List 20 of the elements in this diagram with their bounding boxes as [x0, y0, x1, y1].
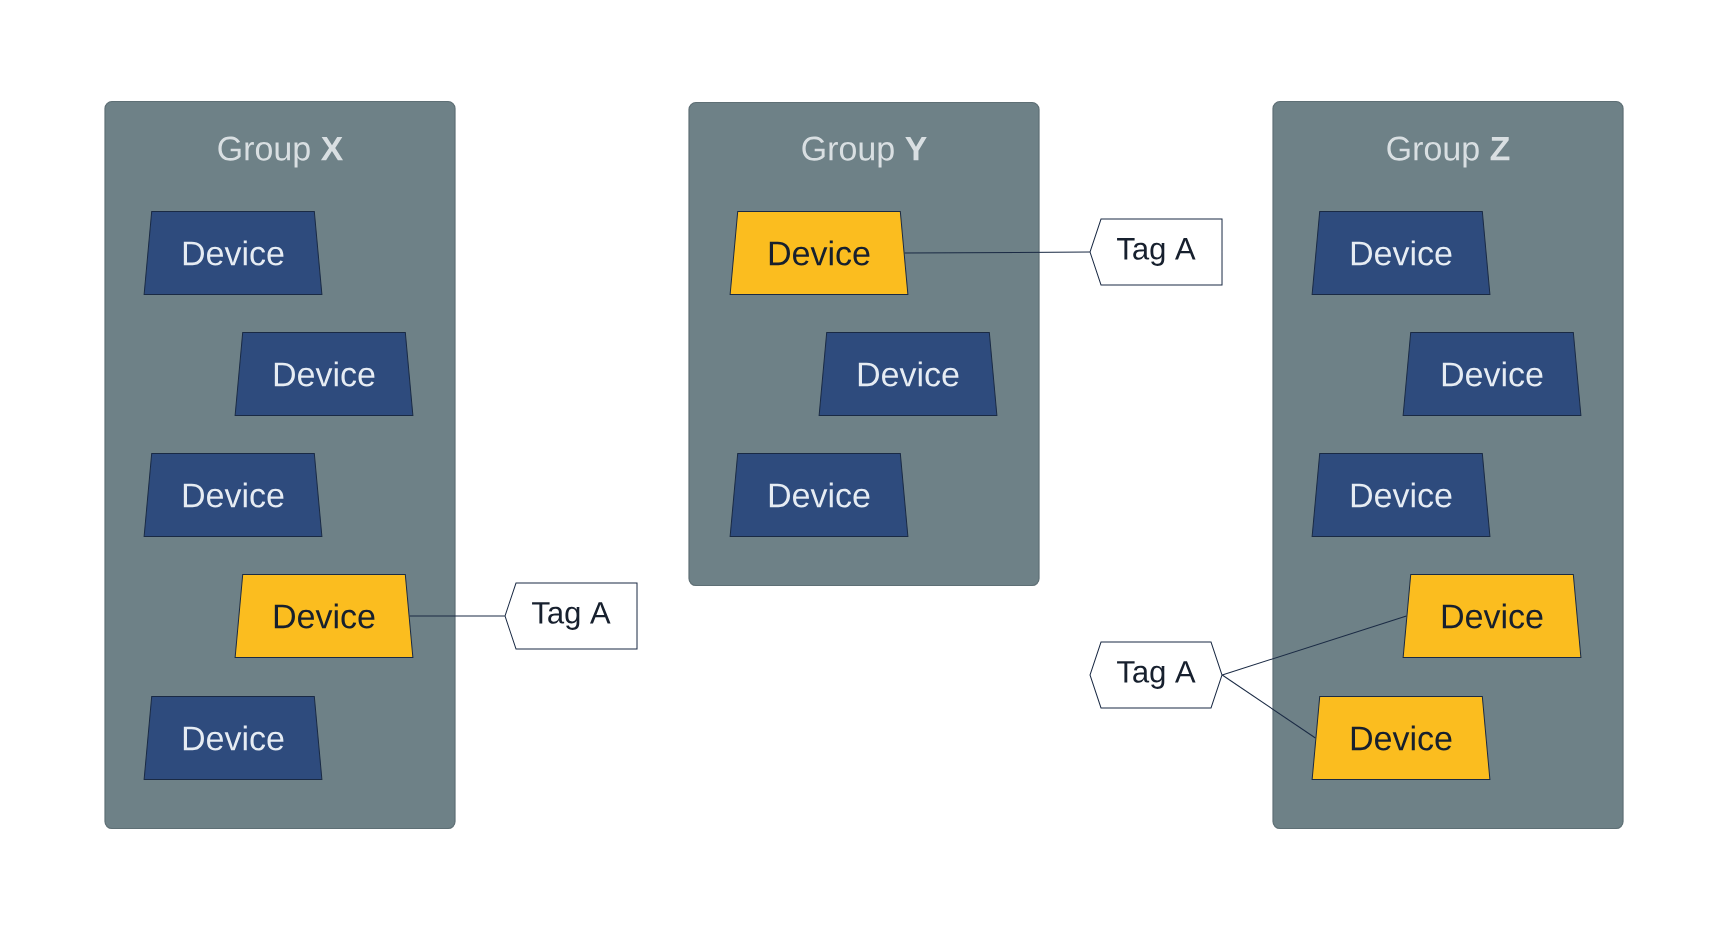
- connector-line: [409, 615, 506, 617]
- tag-label: Tag A: [1089, 218, 1223, 286]
- device-trapezoid: Device: [1311, 211, 1491, 295]
- device-trapezoid: Device: [143, 453, 323, 537]
- connector-line: [1221, 615, 1407, 676]
- device-trapezoid: Device: [234, 332, 414, 416]
- connector-line: [904, 251, 1091, 254]
- device-trapezoid: Device: [1402, 332, 1582, 416]
- tag-label: Tag A: [1089, 641, 1223, 709]
- device-trapezoid: Device: [234, 574, 414, 658]
- device-trapezoid: Device: [1311, 453, 1491, 537]
- device-trapezoid: Device: [729, 453, 909, 537]
- device-trapezoid: Device: [143, 696, 323, 780]
- connector-line: [1221, 674, 1316, 739]
- device-trapezoid: Device: [729, 211, 909, 295]
- device-trapezoid: Device: [1402, 574, 1582, 658]
- device-trapezoid: Device: [818, 332, 998, 416]
- tag-label: Tag A: [504, 582, 638, 650]
- device-trapezoid: Device: [1311, 696, 1491, 780]
- device-trapezoid: Device: [143, 211, 323, 295]
